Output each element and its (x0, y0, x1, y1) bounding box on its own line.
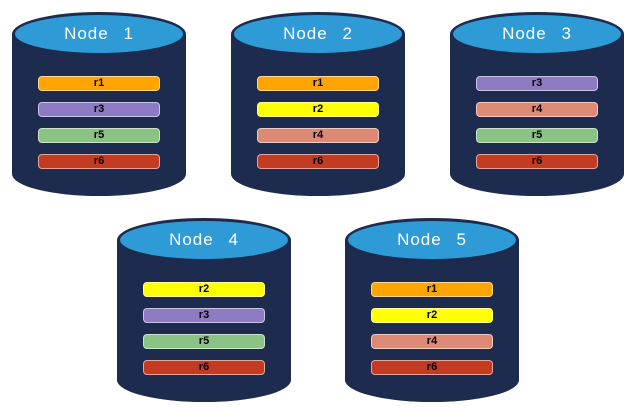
replica-bar-r5: r5 (38, 128, 160, 143)
replica-bar-r2: r2 (371, 308, 493, 323)
replica-label: r3 (531, 77, 543, 89)
replica-bar-r1: r1 (38, 76, 160, 91)
replica-bar-r6: r6 (143, 360, 265, 375)
replica-label: r6 (198, 361, 210, 373)
replica-bar-r6: r6 (476, 154, 598, 169)
replica-bar-r6: r6 (38, 154, 160, 169)
replica-list: r3 r4 r5 r6 (450, 76, 624, 169)
replica-label: r4 (426, 335, 438, 347)
node-cylinder-2: Node 2 r1 r2 r4 r6 (231, 12, 405, 196)
replica-list: r1 r2 r4 r6 (345, 282, 519, 375)
replica-bar-r6: r6 (257, 154, 379, 169)
bottom-row: Node 4 r2 r3 r5 r6 Node 5 r1 r2 r4 r6 (0, 218, 636, 402)
replica-label: r4 (312, 129, 324, 141)
replica-label: r2 (312, 103, 324, 115)
replica-bar-r4: r4 (371, 334, 493, 349)
node-title: Node 4 (169, 229, 239, 249)
replica-bar-r3: r3 (143, 308, 265, 323)
replica-label: r1 (426, 283, 438, 295)
cylinder-top: Node 1 (12, 12, 186, 56)
replica-label: r6 (312, 155, 324, 167)
node-cylinder-5: Node 5 r1 r2 r4 r6 (345, 218, 519, 402)
replica-bar-r2: r2 (257, 102, 379, 117)
replica-bar-r4: r4 (257, 128, 379, 143)
cylinder-top: Node 4 (117, 218, 291, 262)
replica-bar-r1: r1 (257, 76, 379, 91)
replica-label: r6 (93, 155, 105, 167)
replica-label: r6 (531, 155, 543, 167)
replica-list: r1 r3 r5 r6 (12, 76, 186, 169)
top-row: Node 1 r1 r3 r5 r6 Node 2 r1 r2 r4 r6 Node 3 r… (0, 0, 636, 196)
replica-label: r5 (531, 129, 543, 141)
replica-list: r1 r2 r4 r6 (231, 76, 405, 169)
replica-label: r1 (312, 77, 324, 89)
replica-bar-r1: r1 (371, 282, 493, 297)
node-title: Node 1 (64, 23, 134, 43)
replica-list: r2 r3 r5 r6 (117, 282, 291, 375)
node-title: Node 5 (397, 229, 467, 249)
replica-label: r4 (531, 103, 543, 115)
replica-label: r5 (198, 335, 210, 347)
node-title: Node 3 (502, 23, 572, 43)
node-title: Node 2 (283, 23, 353, 43)
node-cylinder-4: Node 4 r2 r3 r5 r6 (117, 218, 291, 402)
replica-bar-r5: r5 (476, 128, 598, 143)
replica-label: r6 (426, 361, 438, 373)
replica-label: r5 (93, 129, 105, 141)
replica-label: r2 (198, 283, 210, 295)
replica-bar-r6: r6 (371, 360, 493, 375)
replica-label: r2 (426, 309, 438, 321)
node-cylinder-1: Node 1 r1 r3 r5 r6 (12, 12, 186, 196)
replica-bar-r3: r3 (38, 102, 160, 117)
replica-bar-r2: r2 (143, 282, 265, 297)
cylinder-top: Node 3 (450, 12, 624, 56)
replica-bar-r4: r4 (476, 102, 598, 117)
replica-bar-r3: r3 (476, 76, 598, 91)
node-cylinder-3: Node 3 r3 r4 r5 r6 (450, 12, 624, 196)
replica-label: r1 (93, 77, 105, 89)
cylinder-top: Node 5 (345, 218, 519, 262)
replica-label: r3 (198, 309, 210, 321)
replica-bar-r5: r5 (143, 334, 265, 349)
cylinder-top: Node 2 (231, 12, 405, 56)
replica-label: r3 (93, 103, 105, 115)
